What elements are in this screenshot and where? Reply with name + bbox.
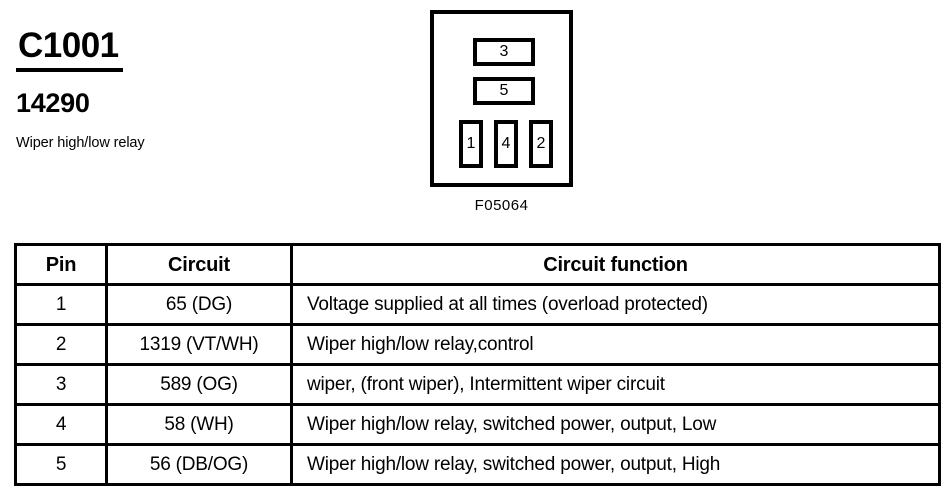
cell-pin: 4 [14,403,108,446]
connector-part-number: 14290 [16,88,90,118]
pin-slot-2: 2 [529,120,553,168]
cell-circuit: 589 (OG) [105,363,293,406]
diagram-code-label: F05064 [474,197,529,214]
column-header-circuit: Circuit [105,243,293,286]
column-header-pin: Pin [14,243,108,286]
cell-pin: 2 [14,323,108,366]
pin-slot-1: 1 [459,120,483,168]
connector-description: Wiper high/low relay [16,135,145,151]
cell-function: Wiper high/low relay, switched power, ou… [290,443,941,486]
cell-function: Voltage supplied at all times (overload … [290,283,941,326]
connector-header: C1001 14290 Wiper high/low relay [16,26,406,152]
cell-circuit: 58 (WH) [105,403,293,446]
cell-function: Wiper high/low relay, switched power, ou… [290,403,941,446]
cell-circuit: 56 (DB/OG) [105,443,293,486]
cell-circuit: 1319 (VT/WH) [105,323,293,366]
pin-slot-5: 5 [473,77,535,105]
connector-id: C1001 [16,26,123,72]
column-header-function: Circuit function [290,243,941,286]
cell-function: wiper, (front wiper), Intermittent wiper… [290,363,941,406]
cell-pin: 5 [14,443,108,486]
connector-pin-diagram: 3 5 1 4 2 [430,10,573,187]
pin-slot-3: 3 [473,38,535,66]
table-header-row: Pin Circuit Circuit function [14,243,941,286]
pin-slot-4: 4 [494,120,518,168]
cell-pin: 3 [14,363,108,406]
cell-pin: 1 [14,283,108,326]
cell-circuit: 65 (DG) [105,283,293,326]
cell-function: Wiper high/low relay,control [290,323,941,366]
